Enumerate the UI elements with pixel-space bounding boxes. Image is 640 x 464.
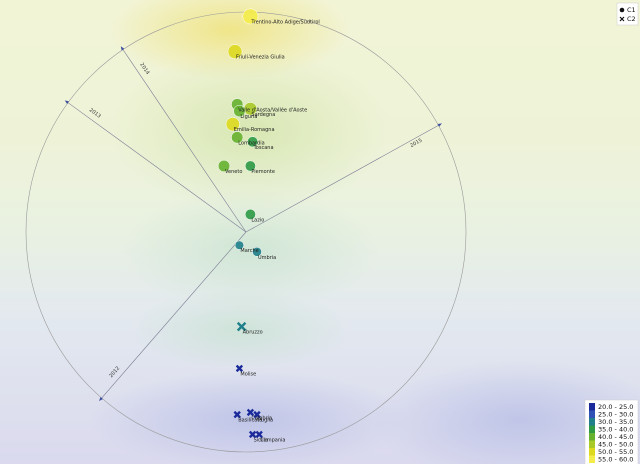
- axis-line-2013: [67, 102, 247, 233]
- axis-label-2015: 2015: [409, 138, 423, 149]
- point-label-15: Basilicata: [238, 418, 262, 424]
- axis-arrow-2014: [120, 46, 125, 51]
- point-13: [236, 321, 247, 332]
- axis-line-2015: [245, 125, 439, 233]
- color-label-1: 25.0 - 30.0: [598, 411, 633, 419]
- point-label-10: Lazio: [251, 217, 264, 223]
- point-label-2: Valle d'Aosta/Vallée d'Aoste: [238, 106, 307, 113]
- point-16: [253, 410, 261, 419]
- color-label-5: 45.0 - 50.0: [598, 441, 633, 449]
- color-swatch-3: [589, 425, 595, 433]
- axis-arrow-2015: [437, 123, 442, 127]
- color-legend: 20.0 - 25.025.0 - 30.030.0 - 35.035.0 - …: [584, 399, 639, 464]
- point-label-14: Molise: [240, 371, 256, 377]
- legend-marker-C1: [619, 7, 625, 13]
- color-swatch-0: [589, 403, 595, 411]
- point-12: [252, 246, 262, 257]
- color-label-4: 40.0 - 45.0: [598, 433, 633, 441]
- color-label-6: 50.0 - 55.0: [598, 448, 633, 456]
- point-6: [231, 131, 244, 144]
- axis-arrow-2013: [64, 100, 69, 104]
- point-label-4: Liguria: [240, 114, 257, 120]
- axis-line-2012: [101, 231, 247, 399]
- axis-line-2014: [122, 49, 247, 233]
- color-label-3: 35.0 - 40.0: [598, 426, 633, 434]
- density-blob: [120, 190, 380, 310]
- point-17: [246, 408, 255, 417]
- color-label-0: 20.0 - 25.0: [598, 403, 633, 411]
- point-label-18: Campania: [260, 437, 285, 443]
- point-7: [247, 136, 259, 148]
- density-background: [90, 0, 640, 464]
- point-label-12: Umbria: [258, 255, 276, 261]
- point-label-19: Sicilia: [254, 437, 269, 443]
- point-9: [244, 160, 256, 172]
- point-label-11: Marche: [240, 248, 258, 254]
- point-0: [242, 8, 259, 25]
- point-label-9: Piemonte: [251, 169, 275, 175]
- legend-label-C2: C2: [627, 15, 636, 23]
- point-1: [227, 44, 243, 59]
- density-blob: [90, 370, 410, 464]
- point-5: [225, 117, 240, 132]
- color-label-2: 30.0 - 35.0: [598, 418, 633, 426]
- point-4: [233, 104, 246, 118]
- color-swatch-1: [589, 410, 595, 418]
- point-label-0: Trentino-Alto Adige/Südtirol: [250, 19, 319, 25]
- density-blob: [110, 50, 390, 210]
- point-label-6: Lombardia: [238, 140, 264, 146]
- color-swatch-5: [589, 440, 595, 448]
- density-blob: [130, 290, 350, 370]
- point-label-17: Calabria: [251, 415, 272, 421]
- density-blob: [370, 360, 640, 464]
- point-18: [255, 430, 263, 439]
- point-8: [217, 159, 231, 173]
- point-label-13: Abruzzo: [243, 330, 263, 336]
- point-label-1: Friuli-Venezia Giulia: [236, 55, 285, 61]
- point-label-3: Sardegna: [251, 112, 275, 118]
- color-swatch-6: [589, 448, 595, 456]
- point-15: [233, 410, 241, 419]
- point-labels: Trentino-Alto Adige/SüdtirolFriuli-Venez…: [225, 19, 320, 443]
- legend-label-C1: C1: [627, 6, 636, 14]
- point-label-8: Veneto: [225, 169, 242, 175]
- point-10: [244, 208, 256, 220]
- color-swatch-4: [589, 433, 595, 441]
- color-label-7: 55.0 - 60.0: [598, 456, 633, 464]
- data-points: [217, 8, 263, 439]
- legend-marker-C2: [619, 16, 625, 22]
- point-19: [248, 430, 257, 439]
- color-swatch-7: [589, 455, 595, 463]
- point-label-5: Emilia-Romagna: [234, 127, 275, 133]
- point-14: [235, 364, 244, 373]
- point-label-16: Puglia: [258, 418, 273, 424]
- point-11: [234, 240, 244, 250]
- axis-arrow-2012: [99, 396, 103, 402]
- color-swatch-2: [589, 418, 595, 426]
- point-label-7: Toscana: [253, 145, 274, 151]
